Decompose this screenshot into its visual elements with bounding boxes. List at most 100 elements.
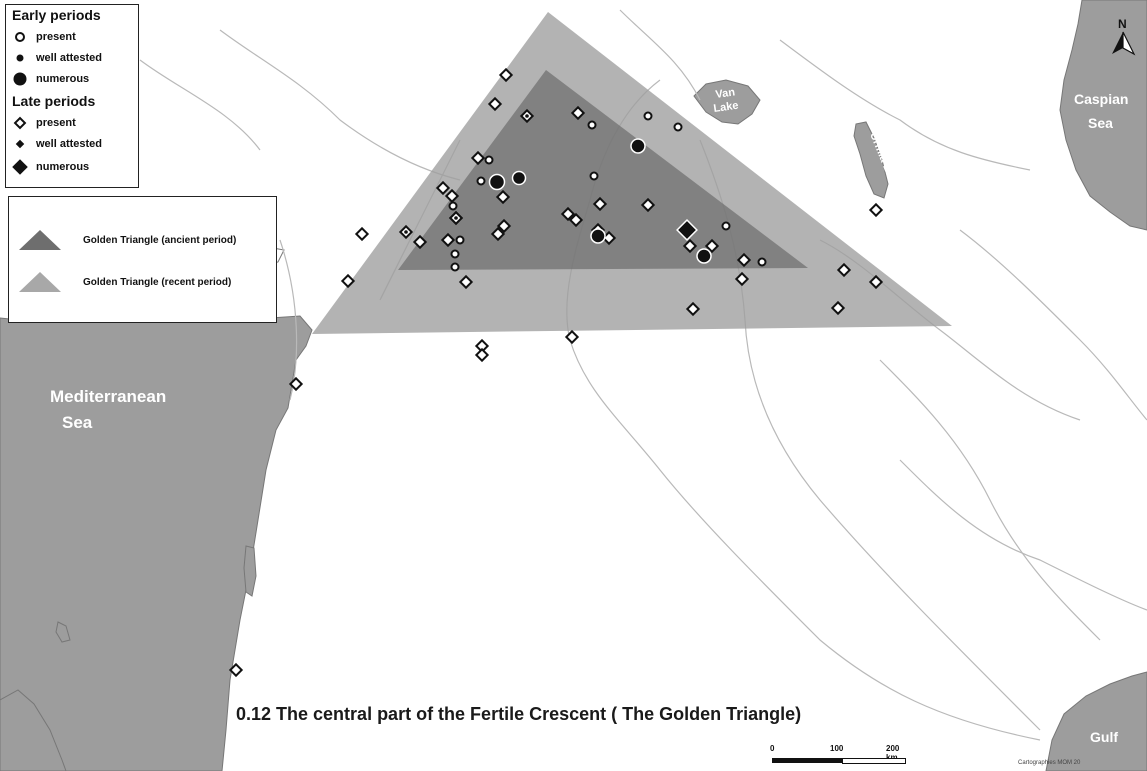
legend-early-attested: well attested	[12, 50, 102, 66]
site-early-present	[450, 249, 460, 259]
site-early-present	[448, 201, 458, 211]
van-lake-label: Lake	[713, 100, 740, 115]
site-late-numerous	[676, 219, 698, 241]
caspian-sea-label: Sea	[1088, 115, 1113, 131]
site-early-present	[484, 155, 494, 165]
golden-triangle-ancient	[398, 70, 808, 270]
site-early-numerous	[696, 248, 712, 264]
legend-early-attested-label: well attested	[36, 52, 103, 64]
site-late-present	[704, 238, 720, 254]
site-legend: Early periods present well attested nume…	[5, 4, 139, 188]
map-caption: 0.12 The central part of the Fertile Cre…	[236, 704, 802, 724]
site-late-present	[490, 226, 506, 242]
north-arrow-icon: N	[1112, 17, 1136, 56]
mediterranean-label: Mediterranean	[50, 387, 166, 406]
site-early-present	[589, 171, 599, 181]
site-early-numerous	[590, 228, 606, 244]
legend-triangle-recent: Golden Triangle (recent period)	[17, 271, 231, 293]
site-markers-early	[448, 111, 767, 272]
legend-triangle-ancient: Golden Triangle (ancient period)	[17, 229, 236, 251]
legend-late-numerous-label: numerous	[36, 161, 90, 173]
site-late-present	[498, 67, 514, 83]
site-late-present	[830, 300, 846, 316]
caspian-label: Caspian	[1074, 91, 1128, 107]
site-late-present	[682, 238, 698, 254]
north-label: N	[1118, 17, 1127, 31]
site-late-present	[568, 212, 584, 228]
open-circle-icon	[15, 32, 25, 42]
legend-early-numerous: numerous	[12, 71, 89, 87]
scale-bar: 0 100 200 km	[768, 744, 908, 764]
site-late-present	[354, 226, 370, 242]
site-late-present	[487, 96, 503, 112]
legend-late-heading: Late periods	[12, 93, 96, 109]
site-late-present	[868, 274, 884, 290]
site-early-present	[643, 111, 653, 121]
site-late-present	[601, 230, 617, 246]
site-late-present	[496, 218, 512, 234]
site-early-present	[450, 262, 460, 272]
gulf-sea	[1045, 671, 1147, 771]
mediterranean-sea-label: Sea	[62, 413, 93, 432]
site-early-numerous	[511, 170, 527, 186]
legend-early-present: present	[12, 29, 76, 45]
site-late-present	[685, 301, 701, 317]
site-late-present	[444, 188, 460, 204]
site-late-present	[570, 105, 586, 121]
site-late-present	[734, 271, 750, 287]
scale-bar-black	[772, 758, 842, 763]
small-dot-icon	[16, 54, 24, 62]
site-early-present	[721, 221, 731, 231]
large-dot-icon	[13, 72, 27, 86]
site-late-present	[564, 329, 580, 345]
urmia-lake	[853, 121, 889, 199]
gulf-label: Gulf	[1090, 729, 1118, 745]
legend-late-numerous: numerous	[12, 159, 89, 175]
site-markers-late-attested	[398, 108, 535, 240]
dark-triangle-icon	[19, 230, 61, 250]
site-early-present	[476, 176, 486, 186]
site-late-present	[288, 376, 304, 392]
site-late-present	[228, 662, 244, 678]
scale-tick-0: 0	[770, 744, 775, 753]
site-late-present	[474, 338, 490, 354]
site-late-present	[470, 150, 486, 166]
legend-late-present-label: present	[36, 117, 76, 129]
legend-early-numerous-label: numerous	[36, 73, 90, 85]
site-late-present	[458, 274, 474, 290]
scale-tick-200: 200 km	[886, 744, 900, 762]
site-early-numerous	[630, 138, 646, 154]
site-early-present	[757, 257, 767, 267]
site-late-present	[868, 202, 884, 218]
legend-late-present: present	[12, 115, 76, 131]
site-late-present	[340, 273, 356, 289]
legend-triangle-recent-label: Golden Triangle (recent period)	[83, 276, 232, 288]
map-credit: Cartographies MOM 20	[1018, 760, 1081, 766]
caspian-sea	[1059, 0, 1147, 231]
dead-sea	[243, 545, 257, 597]
site-late-present	[474, 347, 490, 363]
site-late-present	[435, 180, 451, 196]
site-early-numerous	[488, 173, 506, 191]
sea-of-galilee	[55, 621, 71, 643]
legend-early-present-label: present	[36, 31, 76, 43]
site-early-present	[673, 122, 683, 132]
site-late-present	[592, 196, 608, 212]
site-early-present	[455, 235, 465, 245]
light-triangle-icon	[19, 272, 61, 292]
site-late-present	[640, 197, 656, 213]
site-late-present	[736, 252, 752, 268]
legend-triangle-ancient-label: Golden Triangle (ancient period)	[83, 234, 237, 246]
site-late-present	[560, 206, 576, 222]
legend-late-attested: well attested	[12, 136, 102, 152]
site-late-present	[440, 232, 456, 248]
scale-tick-100: 100	[830, 744, 844, 753]
open-diamond-icon	[13, 116, 27, 130]
site-late-present	[836, 262, 852, 278]
red-sea-tip	[0, 689, 67, 771]
scale-bar-white	[842, 758, 906, 764]
large-diamond-icon	[12, 159, 28, 175]
van-lake	[693, 79, 761, 125]
site-markers-early-numerous	[488, 138, 712, 264]
